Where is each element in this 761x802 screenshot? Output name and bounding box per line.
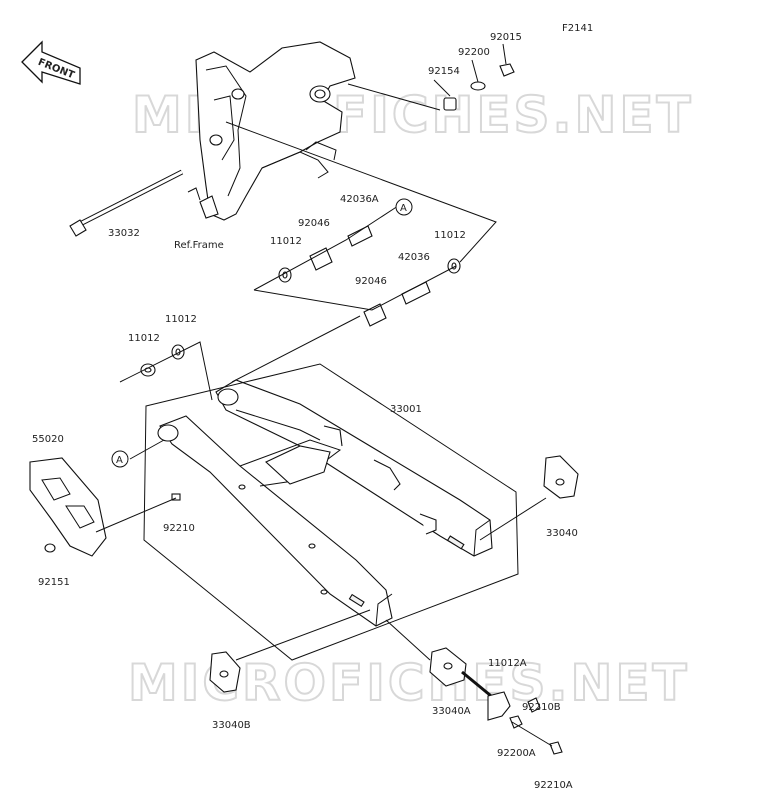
part-label: 33040 — [546, 528, 578, 539]
swingarm-33001 — [157, 379, 493, 627]
figure-code: F2141 — [562, 23, 593, 34]
ref-frame-label: Ref.Frame — [174, 240, 224, 251]
part-label: 92046 — [355, 276, 387, 287]
part-label: 92210 — [163, 523, 195, 534]
front-arrow-icon: FRONT — [21, 40, 81, 85]
part-label: 11012A — [488, 658, 527, 669]
leader-lines-middle — [119, 43, 507, 460]
part-label: 42036 — [398, 252, 430, 263]
svg-text:A: A — [400, 203, 407, 214]
part-label: 11012 — [434, 230, 466, 241]
part-label: 92210A — [534, 780, 573, 791]
part-label: 33032 — [108, 228, 140, 239]
part-label: 33040A — [432, 706, 471, 717]
main-frame-drawing — [187, 41, 356, 221]
chain-adjuster-33040B — [209, 609, 371, 693]
part-label: 55020 — [32, 434, 64, 445]
part-label: 92210B — [522, 702, 561, 713]
part-label: 11012 — [128, 333, 160, 344]
callout-a-bottom: A — [111, 450, 129, 468]
part-label: 92200 — [458, 47, 490, 58]
part-label: 92015 — [490, 32, 522, 43]
part-label: 33040B — [212, 720, 251, 731]
part-label: 33001 — [390, 404, 422, 415]
upper-bushings — [443, 63, 515, 111]
part-label: 92154 — [428, 66, 460, 77]
chain-adjuster-33040A — [385, 619, 563, 755]
part-label: 11012 — [165, 314, 197, 325]
pivot-shaft-33032 — [69, 169, 184, 237]
svg-text:A: A — [116, 455, 123, 466]
part-label: 11012 — [270, 236, 302, 247]
part-label: 92046 — [298, 218, 330, 229]
swingarm-outline — [143, 363, 519, 661]
callout-a-top: A — [395, 198, 413, 216]
part-label: 92151 — [38, 577, 70, 588]
chain-guide-55020 — [29, 457, 181, 557]
part-label: 92200A — [497, 748, 536, 759]
part-label: 42036A — [340, 194, 379, 205]
chain-adjuster-33040 — [479, 455, 579, 541]
